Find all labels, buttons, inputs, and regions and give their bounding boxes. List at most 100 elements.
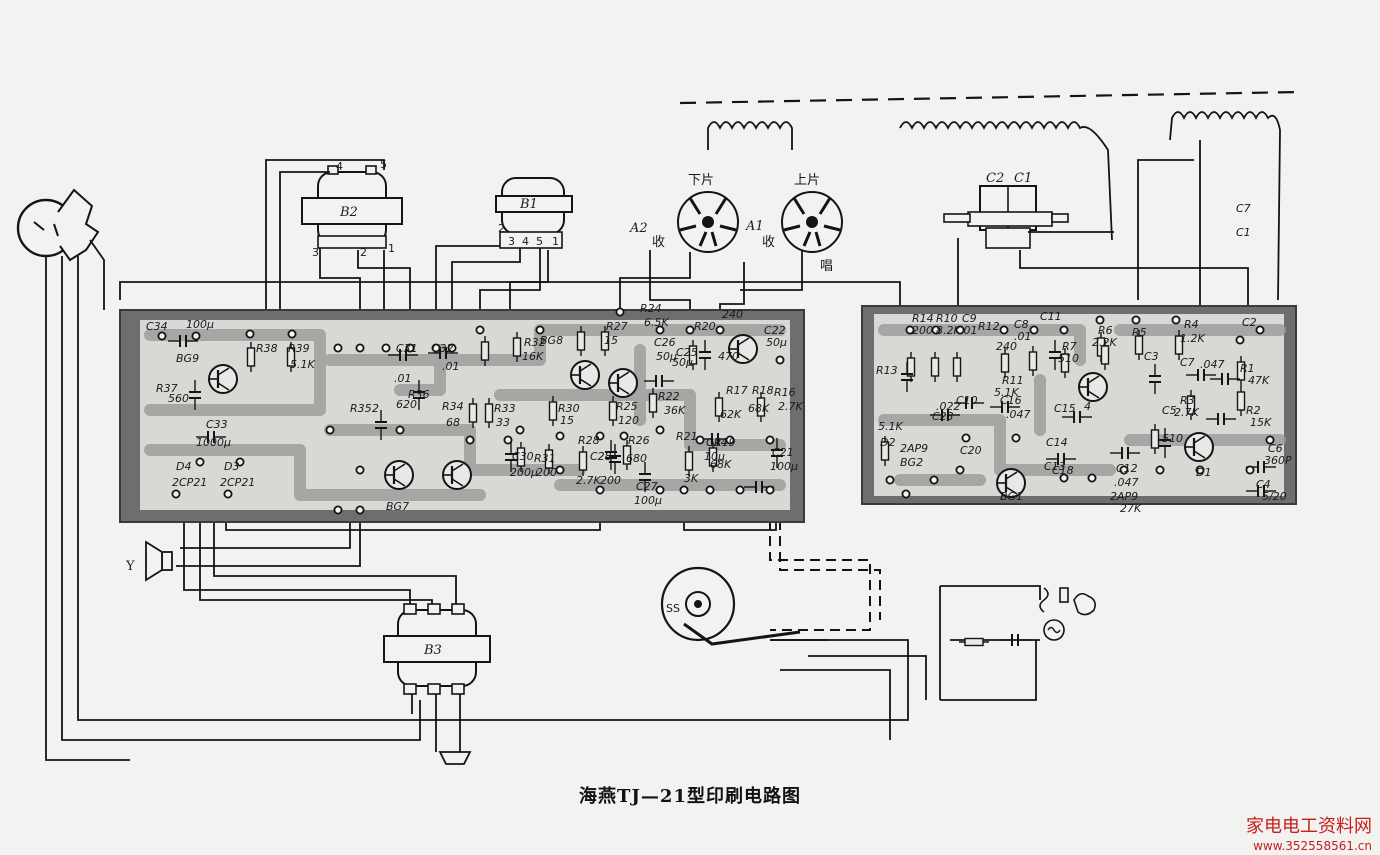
component-label: .022 — [936, 400, 961, 413]
solder-pad — [195, 457, 205, 467]
component-label: 5.1K — [994, 386, 1019, 399]
component-label: C3 — [1144, 350, 1159, 363]
component-label: R24 — [640, 302, 662, 315]
component-label: C28 — [590, 450, 612, 463]
b2-pin4: 4 — [336, 160, 343, 173]
component-label: 2 — [372, 402, 379, 415]
solder-pad — [381, 343, 391, 353]
component-label: R18 — [752, 384, 774, 397]
solder-pad — [223, 489, 233, 499]
solder-pad — [715, 325, 725, 335]
component-label: R3 — [1180, 394, 1195, 407]
component-label: 33 — [496, 416, 510, 429]
component-label: BG7 — [386, 500, 409, 513]
component-label: 200μ — [510, 466, 538, 479]
transformer-b1: B1 2 3 4 5 1 — [495, 177, 573, 249]
component-label: R33 — [494, 402, 516, 415]
solder-pad — [595, 485, 605, 495]
component-label: C10 — [956, 394, 978, 407]
component-label: R38 — [256, 342, 278, 355]
b2-pin2: 2 — [360, 246, 367, 259]
component-label: C22 — [764, 324, 786, 337]
solder-pad — [395, 425, 405, 435]
b2-label: B2 — [339, 205, 358, 220]
component-label: R4 — [1184, 318, 1199, 331]
b2-pin3: 3 — [312, 246, 319, 259]
component-label: C16 — [1000, 394, 1022, 407]
component-label: 36K — [664, 404, 686, 417]
solder-pad — [1087, 473, 1097, 483]
component-label: R1 — [1240, 362, 1255, 375]
solder-pad — [325, 425, 335, 435]
solder-pad — [287, 329, 297, 339]
component-label: 62K — [720, 408, 742, 421]
transistor — [1077, 371, 1109, 403]
component-label: BG2 — [900, 456, 923, 469]
component-label: C11 — [1040, 310, 1062, 323]
component-label: C34 — [146, 320, 168, 333]
component-label: C33 — [206, 418, 228, 431]
c7-label: C7 — [1236, 202, 1251, 215]
solder-pad — [355, 505, 365, 515]
antenna-coil-left — [707, 111, 1281, 301]
component-label: R36 — [408, 388, 430, 401]
component-label: 2CP21 — [172, 476, 207, 489]
speaker-y: Y — [125, 540, 173, 582]
solder-pad — [735, 485, 745, 495]
component-label: 68K — [710, 458, 732, 471]
component-label: 360P — [1264, 454, 1292, 467]
component-label: 200 — [536, 466, 557, 479]
solder-pad — [465, 435, 475, 445]
component-label: D2 — [880, 436, 895, 449]
solder-pad — [1255, 325, 1265, 335]
b3-label: B3 — [423, 643, 442, 658]
solder-pad — [333, 343, 343, 353]
b1-pin2: 2 — [498, 222, 505, 235]
component-label: 470 — [718, 350, 739, 363]
component-label: 2.2K — [1092, 336, 1117, 349]
solder-pad — [765, 485, 775, 495]
component-label: R26 — [628, 434, 650, 447]
component-label: C32 — [432, 342, 454, 355]
component-label: .047 — [1200, 358, 1225, 371]
component-label: R35 — [350, 402, 372, 415]
component-label: BG1 — [1000, 490, 1023, 503]
diagram-caption: 海燕TJ—21型印刷电路图 — [579, 786, 801, 807]
tuning-capacitor: C2 C1 — [943, 171, 1069, 249]
component-label: C25 — [676, 346, 698, 359]
solder-pad — [961, 433, 971, 443]
speaker-label: Y — [125, 559, 135, 574]
solder-pad — [157, 331, 167, 341]
solder-pad — [333, 505, 343, 515]
component-label: 120 — [618, 414, 639, 427]
solder-pad — [1059, 325, 1069, 335]
b1-pin3: 3 — [508, 235, 515, 248]
component-label: .047 — [1114, 476, 1139, 489]
component-label: R28 — [578, 434, 600, 447]
component-label: R31 — [534, 452, 556, 465]
component-label: 5.1K — [878, 420, 903, 433]
component-label: 510 — [1162, 432, 1183, 445]
solder-pad — [999, 325, 1009, 335]
solder-pad — [171, 489, 181, 499]
component-label: 240 — [996, 340, 1017, 353]
solder-pad — [705, 485, 715, 495]
solder-pad — [555, 465, 565, 475]
component-label: R32 — [524, 336, 546, 349]
switch-down: 下片 A2 A1 收 — [629, 173, 764, 253]
component-label: R30 — [558, 402, 580, 415]
solder-pad — [679, 485, 689, 495]
solder-pad — [355, 343, 365, 353]
solder-pad — [685, 325, 695, 335]
a2-label: A2 — [629, 221, 648, 236]
component-label: R25 — [616, 400, 638, 413]
component-label: R17 — [726, 384, 748, 397]
component-label: 50μ — [656, 350, 677, 363]
power-plug — [438, 587, 1096, 765]
component-label: 27K — [1120, 502, 1142, 515]
transistor — [1183, 431, 1215, 463]
component-label: 100μ — [634, 494, 662, 507]
shou-b-label: 收 — [762, 235, 775, 250]
component-label: 1000μ — [196, 436, 231, 449]
component-label: R2 — [1246, 404, 1261, 417]
